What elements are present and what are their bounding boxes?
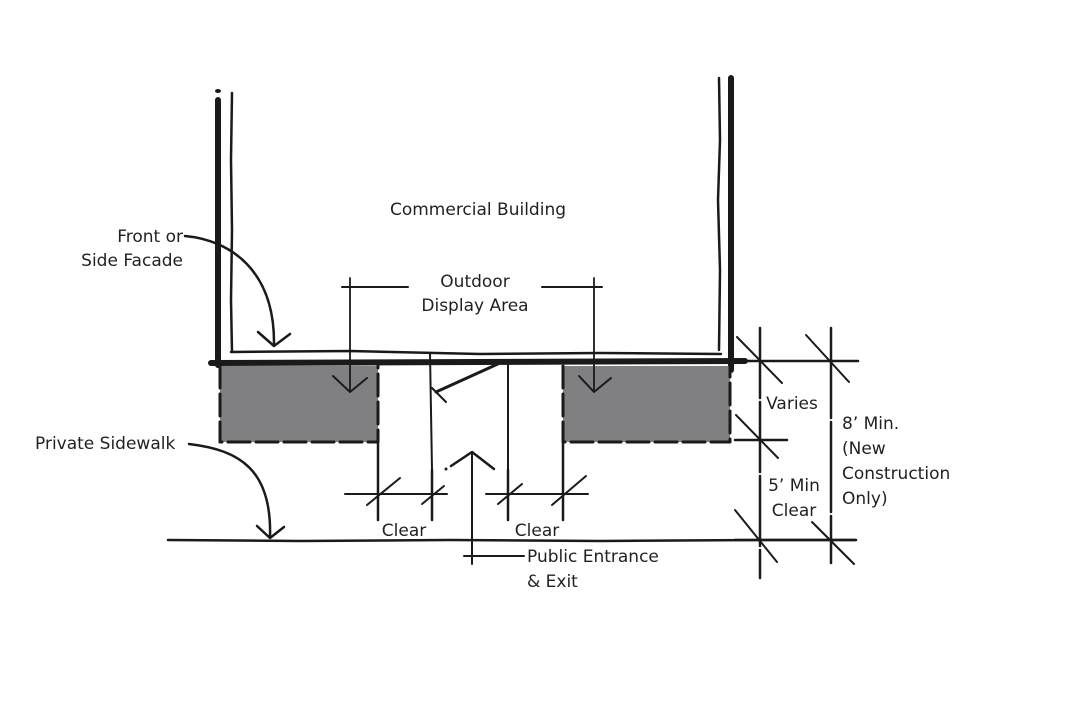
- clear-right-label: Clear: [515, 521, 559, 541]
- building-label: Commercial Building: [390, 200, 566, 220]
- building-outline: [208, 75, 748, 373]
- outdoor-display-areas: [218, 364, 732, 444]
- display-area-left: [220, 366, 378, 442]
- door-jamb-left: [429, 352, 433, 471]
- tick-mark: [805, 334, 850, 383]
- tick-mark: [366, 477, 401, 506]
- tick-mark: [421, 485, 445, 505]
- entrance-door: [429, 352, 509, 471]
- building-inner-floor-line: [229, 349, 723, 356]
- right-dimensions: [733, 326, 860, 580]
- arrow-down-icon: [578, 375, 612, 393]
- entrance-label-line1: Public Entrance: [527, 547, 659, 567]
- display-area-right-dashes: [561, 364, 732, 444]
- display-area-left-dashes: [218, 364, 380, 444]
- arrow-down-icon: [332, 375, 368, 393]
- clear-dimensions: [344, 440, 589, 522]
- display-area-dimension: [332, 277, 612, 393]
- facade-leader: [183, 234, 292, 348]
- display-area-right: [563, 366, 730, 442]
- right-wall-inner: [716, 76, 722, 352]
- arrow-up-icon: [449, 450, 496, 471]
- tick-mark: [497, 483, 523, 505]
- tick-mark: [734, 509, 778, 563]
- tick-mark: [736, 336, 783, 384]
- entrance-label-line2: & Exit: [527, 572, 578, 592]
- arrow-down-icon: [256, 330, 292, 348]
- tick-mark: [551, 475, 587, 506]
- door-leaf: [434, 361, 502, 394]
- door-swing-tick: [431, 387, 447, 403]
- facade-leader-curve: [183, 234, 276, 347]
- tick-mark: [811, 521, 855, 565]
- min-clear-label-line1: 5’ Min: [768, 476, 820, 496]
- tick-mark: [735, 414, 779, 459]
- facade-label-line2: Side Facade: [81, 251, 183, 271]
- eight-min-label-line4: Only): [842, 489, 888, 509]
- clear-left-label: Clear: [382, 521, 426, 541]
- arrow-down-icon: [255, 524, 286, 540]
- entrance-arrow: [444, 450, 525, 565]
- left-wall-inner: [229, 91, 234, 354]
- eight-min-label-line2: (New: [842, 439, 886, 459]
- arrow-dot: [444, 467, 448, 471]
- sidewalk-leader-curve: [187, 442, 272, 539]
- facade-label-line1: Front or: [117, 227, 183, 247]
- left-wall-dot: [215, 89, 221, 93]
- sidewalk-leader: [187, 442, 286, 540]
- eight-min-label-line3: Construction: [842, 464, 950, 484]
- varies-label: Varies: [766, 394, 818, 414]
- display-area-label-line1: Outdoor: [440, 272, 509, 292]
- building-front-line: [208, 358, 748, 366]
- display-area-label-line2: Display Area: [421, 296, 528, 316]
- eight-min-label-line1: 8’ Min.: [842, 414, 899, 434]
- private-sidewalk-label: Private Sidewalk: [35, 434, 175, 454]
- min-clear-label-line2: Clear: [772, 501, 816, 521]
